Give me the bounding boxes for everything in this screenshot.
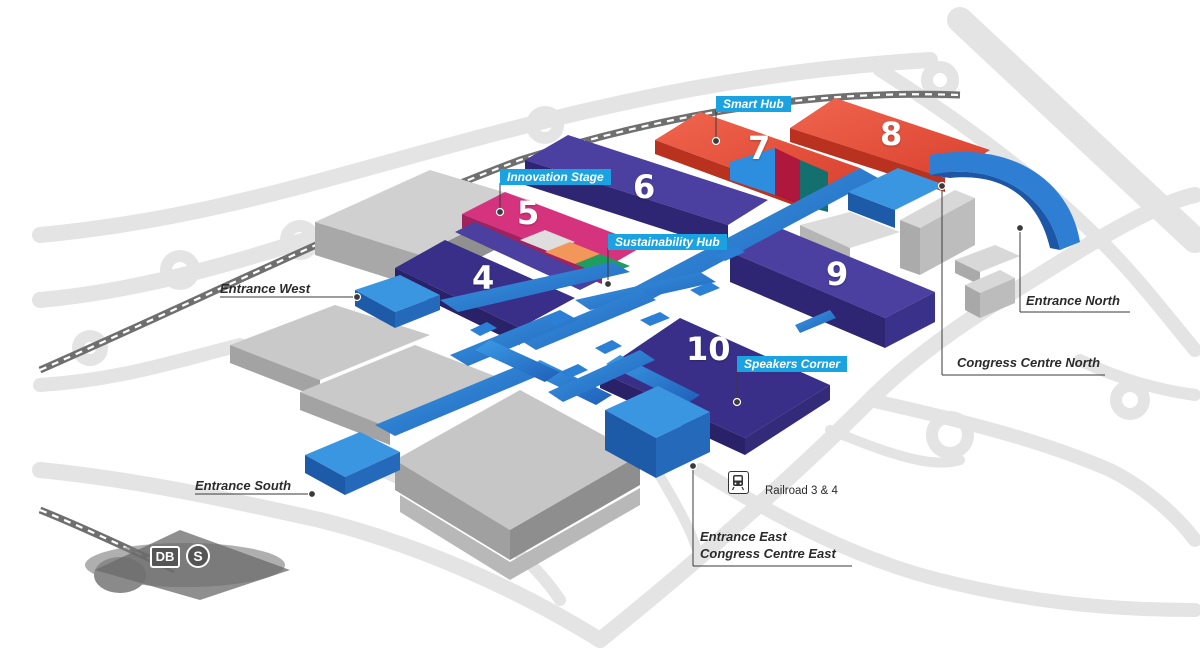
hall-6-label[interactable]: 6: [633, 168, 656, 206]
congress-centre-north-shape: [848, 151, 1080, 250]
leader-lines: [195, 110, 1130, 567]
entrance-south-label[interactable]: Entrance South: [195, 478, 292, 493]
db-logo-icon: DB: [150, 546, 180, 568]
entrance-south-shape: [305, 432, 400, 495]
train-icon: [728, 471, 749, 494]
entrance-east-shape: [605, 386, 710, 478]
hall-10-label[interactable]: 10: [686, 330, 731, 368]
walkways: [375, 168, 878, 436]
innovation-stage-tag[interactable]: Innovation Stage: [500, 169, 611, 185]
congress-centre-north-label[interactable]: Congress Centre North: [957, 355, 1101, 370]
sustainability-hub-tag[interactable]: Sustainability Hub: [608, 234, 727, 250]
blue-connectors-small: [470, 246, 745, 378]
congress-centre-east-label[interactable]: Congress Centre East: [700, 546, 836, 561]
speakers-corner-tag[interactable]: Speakers Corner: [737, 356, 848, 372]
hall-9-shape: [730, 228, 935, 348]
entrance-east-label[interactable]: Entrance East: [700, 529, 787, 544]
s-bahn-logo-icon: S: [186, 544, 210, 568]
gray-buildings: [230, 170, 1020, 580]
hall-7-label[interactable]: 7: [748, 129, 771, 167]
railroad-label: Railroad 3 & 4: [765, 485, 838, 497]
hall-5-label[interactable]: 5: [517, 194, 540, 232]
entrance-west-label[interactable]: Entrance West: [220, 281, 311, 296]
leader-dots: [307, 136, 1025, 499]
hall-9-label[interactable]: 9: [826, 255, 849, 293]
hall-8-label[interactable]: 8: [880, 115, 903, 153]
entrance-north-label[interactable]: Entrance North: [1026, 293, 1120, 308]
entrance-west-shape: [355, 275, 440, 328]
hall-4-label[interactable]: 4: [472, 259, 495, 297]
smart-hub-tag[interactable]: Smart Hub: [716, 96, 791, 112]
